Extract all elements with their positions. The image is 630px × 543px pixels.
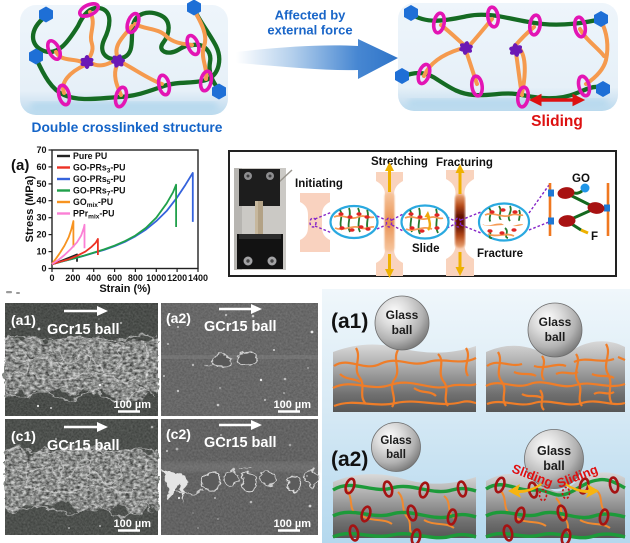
svg-text:(c2): (c2) <box>166 426 191 442</box>
svg-text:F: F <box>591 231 598 243</box>
svg-text:GOmix-PU: GOmix-PU <box>73 197 113 209</box>
svg-text:(a1): (a1) <box>331 310 368 333</box>
svg-text:50: 50 <box>36 179 46 189</box>
svg-text:Double crosslinked structure: Double crosslinked structure <box>32 120 223 135</box>
svg-text:800: 800 <box>128 273 143 283</box>
svg-text:(c1): (c1) <box>11 428 36 444</box>
svg-text:Sliding: Sliding <box>531 113 583 130</box>
svg-text:1000: 1000 <box>146 273 166 283</box>
svg-text:400: 400 <box>86 273 101 283</box>
svg-text:(a2): (a2) <box>166 310 191 326</box>
svg-text:ball: ball <box>392 323 413 337</box>
svg-text:Affected by: Affected by <box>275 8 347 23</box>
svg-text:GCr15 ball: GCr15 ball <box>47 322 120 338</box>
svg-text:GCr15 ball: GCr15 ball <box>47 438 120 454</box>
svg-text:100 µm: 100 µm <box>113 399 151 411</box>
svg-text:GO-PRs3-PU: GO-PRs3-PU <box>73 163 126 175</box>
svg-text:ball: ball <box>543 459 565 473</box>
svg-text:70: 70 <box>36 145 46 155</box>
svg-text:ball: ball <box>545 330 566 344</box>
svg-text:0: 0 <box>41 264 46 274</box>
svg-text:100 µm: 100 µm <box>113 518 151 530</box>
svg-text:external force: external force <box>267 23 352 38</box>
svg-text:1400: 1400 <box>188 273 208 283</box>
svg-text:(a1): (a1) <box>11 312 36 328</box>
svg-text:10: 10 <box>36 247 46 257</box>
svg-text:Initiating: Initiating <box>295 178 343 190</box>
svg-text:Glass: Glass <box>539 315 572 329</box>
svg-text:(a2): (a2) <box>331 448 368 471</box>
svg-text:0: 0 <box>49 273 54 283</box>
svg-text:Stretching: Stretching <box>371 156 428 168</box>
svg-text:GO: GO <box>572 173 590 185</box>
svg-text:40: 40 <box>36 196 46 206</box>
svg-text:Fracturing: Fracturing <box>436 157 493 169</box>
svg-text:600: 600 <box>107 273 122 283</box>
svg-text:30: 30 <box>36 213 46 223</box>
svg-text:PPrmix-PU: PPrmix-PU <box>73 209 115 221</box>
svg-text:Slide: Slide <box>412 243 439 255</box>
svg-text:Glass: Glass <box>537 444 571 458</box>
svg-text:(a): (a) <box>11 157 29 174</box>
svg-text:Glass: Glass <box>380 435 411 447</box>
svg-text:ball: ball <box>386 449 406 461</box>
svg-text:Glass: Glass <box>386 308 419 322</box>
svg-text:GO-PRs5-PU: GO-PRs5-PU <box>73 174 126 186</box>
svg-text:100 µm: 100 µm <box>273 399 311 411</box>
svg-text:100 µm: 100 µm <box>273 518 311 530</box>
svg-text:60: 60 <box>36 162 46 172</box>
svg-text:Fracture: Fracture <box>477 248 523 260</box>
svg-text:Pure PU: Pure PU <box>73 151 107 161</box>
svg-text:Strain (%): Strain (%) <box>99 283 151 295</box>
svg-text:20: 20 <box>36 230 46 240</box>
svg-text:1200: 1200 <box>167 273 187 283</box>
svg-text:Stress (MPa): Stress (MPa) <box>24 175 36 242</box>
svg-text:GCr15 ball: GCr15 ball <box>204 435 277 451</box>
svg-text:GO-PRs7-PU: GO-PRs7-PU <box>73 186 126 198</box>
svg-text:200: 200 <box>65 273 80 283</box>
svg-text:GCr15 ball: GCr15 ball <box>204 319 277 335</box>
